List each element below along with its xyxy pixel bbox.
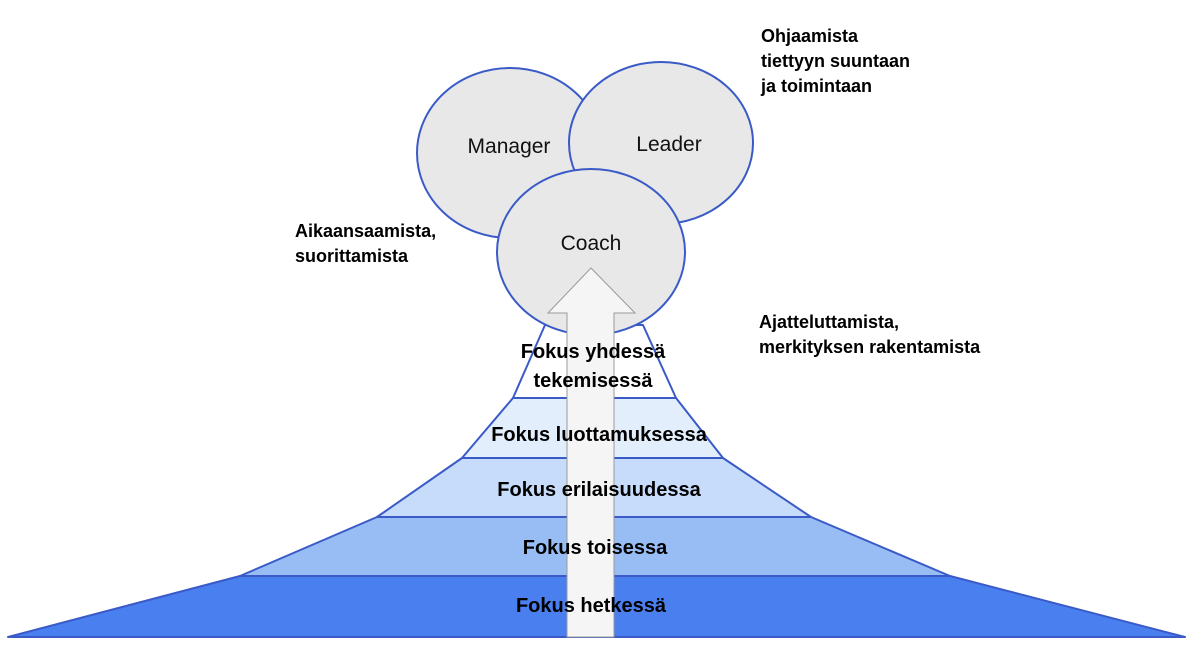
coach-label: Coach xyxy=(561,232,622,255)
layer-4-label: Fokus toisessa xyxy=(523,537,668,559)
layer-2-label: Fokus luottamuksessa xyxy=(491,424,708,446)
manager-label: Manager xyxy=(468,135,551,158)
leader-label: Leader xyxy=(636,133,701,156)
annotation-top-right-line-2: tiettyyn suuntaan xyxy=(761,51,911,71)
annotation-top-right-line-1: Ohjaamista xyxy=(761,26,859,46)
layer-1-label-line-1: Fokus yhdessä xyxy=(521,341,666,363)
layer-5-label: Fokus hetkessä xyxy=(516,595,667,617)
annotation-top-right: Ohjaamista tiettyyn suuntaan ja toiminta… xyxy=(761,24,910,99)
annotation-top-right-line-3: ja toimintaan xyxy=(761,76,873,96)
annotation-left-line-2: suorittamista xyxy=(295,246,409,266)
layer-1-label-line-2: tekemisessä xyxy=(534,370,654,392)
annotation-right-line-2: merkityksen rakentamista xyxy=(759,337,981,357)
annotation-right-line-1: Ajatteluttamista, xyxy=(759,312,900,332)
annotation-left: Aikaansaamista, suorittamista xyxy=(295,219,436,269)
annotation-left-line-1: Aikaansaamista, xyxy=(295,221,437,241)
annotation-right: Ajatteluttamista, merkityksen rakentamis… xyxy=(759,310,980,360)
upward-arrow-icon xyxy=(546,267,637,638)
layer-3-label: Fokus erilaisuudessa xyxy=(497,479,701,501)
